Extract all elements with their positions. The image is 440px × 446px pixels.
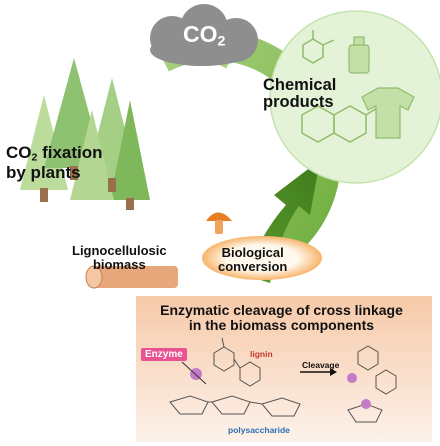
released-enzyme-marker bbox=[347, 373, 357, 383]
enzyme-tag: Enzyme bbox=[141, 348, 187, 361]
cleavage-tag: Cleavage bbox=[302, 360, 340, 370]
co2-cloud-label: CO2 bbox=[183, 22, 225, 50]
polysaccharide-tag: polysaccharide bbox=[228, 425, 290, 435]
co2-main: CO bbox=[183, 21, 218, 47]
lignin-structure bbox=[213, 337, 261, 387]
conversion-glow bbox=[202, 236, 322, 280]
lignin-tag: lignin bbox=[250, 349, 273, 359]
mushroom-icon bbox=[206, 212, 232, 234]
bottle-icon bbox=[348, 36, 370, 74]
wood-log-icon bbox=[85, 265, 178, 289]
fixation-co-sub: 2 bbox=[31, 151, 38, 164]
biomass-line1: Lignocellulosic bbox=[72, 243, 167, 258]
products-circle bbox=[269, 10, 440, 184]
biomass-label: Lignocellulosic biomass bbox=[72, 244, 167, 271]
fixation-line2: by plants bbox=[6, 162, 81, 182]
polysaccharide-structure bbox=[169, 395, 301, 417]
fixation-co-main: CO bbox=[6, 143, 32, 162]
enzymatic-title-line1: Enzymatic cleavage of cross linkage bbox=[160, 302, 403, 318]
chemical-products-label: Chemical products bbox=[263, 76, 337, 112]
biomass-line2: biomass bbox=[92, 256, 146, 272]
conversion-line2: conversion bbox=[218, 258, 288, 274]
cleavage-arrow bbox=[300, 368, 337, 376]
released-enzyme-marker-2 bbox=[361, 399, 371, 409]
co2-sub: 2 bbox=[217, 33, 226, 50]
forest-icon bbox=[20, 58, 150, 210]
products-line1: Chemical bbox=[263, 76, 337, 94]
enzymatic-title-line2: in the biomass components bbox=[188, 316, 375, 333]
products-line2: products bbox=[263, 93, 334, 112]
chemical-structure-icon bbox=[301, 30, 381, 143]
conversion-line1: Biological bbox=[221, 245, 284, 260]
co2-cloud bbox=[150, 4, 258, 66]
enzymatic-box bbox=[136, 296, 432, 442]
conversion-label: Biological conversion bbox=[218, 246, 287, 273]
enzyme-marker bbox=[181, 361, 207, 385]
co2-fixation-label: CO2 fixation by plants bbox=[6, 144, 103, 182]
enzymatic-title: Enzymatic cleavage of cross linkage in t… bbox=[139, 303, 424, 332]
shirt-icon bbox=[361, 87, 415, 139]
fixation-rest: fixation bbox=[37, 143, 103, 162]
